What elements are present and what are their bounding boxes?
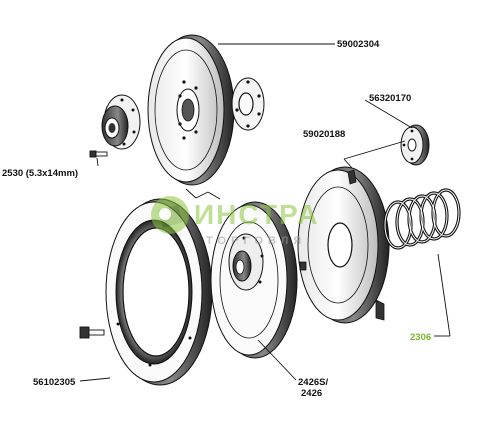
small-bolt-upper[interactable]	[89, 150, 108, 158]
leader-lines	[79, 43, 451, 382]
label-bolt: 2530 (5.3x14mm)	[2, 168, 78, 179]
small-bolt-lower[interactable]	[79, 326, 105, 339]
label-friction-disc: 56102305	[33, 377, 76, 388]
flywheel[interactable]	[147, 34, 235, 186]
label-clutch-disc-line1: 2426S/	[298, 377, 328, 388]
release-plate[interactable]	[400, 124, 430, 166]
coil-spring[interactable]	[383, 188, 461, 250]
label-clutch-disc-line2: 2426	[301, 388, 322, 399]
friction-ring[interactable]	[105, 198, 213, 386]
label-clutch-disc: 2426S/ 2426	[298, 377, 331, 399]
watermark: ИНСТРА ТОРГОВЛЯ	[151, 196, 319, 247]
gear-logo-icon	[151, 196, 189, 234]
bearing-plate[interactable]	[231, 77, 265, 131]
label-release-plate: 56320170	[369, 93, 411, 104]
clutch-disc[interactable]	[210, 201, 298, 359]
label-spring: 2306	[410, 332, 431, 343]
label-cover-plate: 59020188	[303, 129, 345, 140]
watermark-line2: ТОРГОВЛЯ	[206, 235, 306, 247]
part-labels: 59002304 56320170 59020188 2530 (5.3x14m…	[2, 39, 431, 399]
pressure-plate[interactable]	[297, 166, 390, 324]
watermark-line1: ИНСТРА	[194, 199, 319, 230]
hub-flange[interactable]	[101, 94, 141, 150]
label-flywheel: 59002304	[337, 39, 380, 50]
